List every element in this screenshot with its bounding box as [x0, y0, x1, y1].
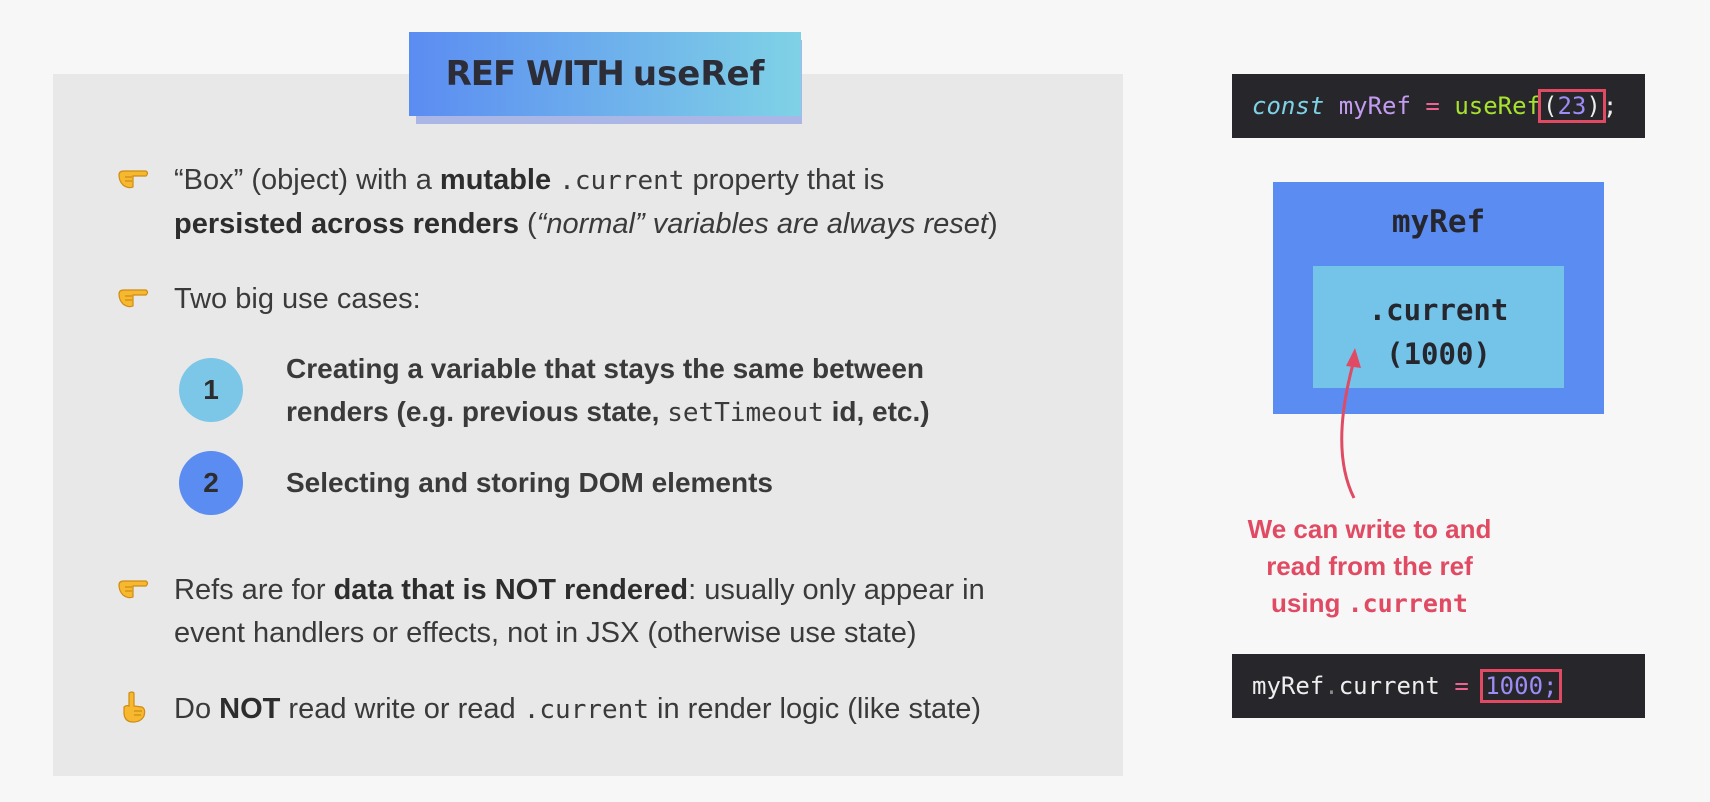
index-up-hand-icon — [123, 691, 146, 723]
slide-title: REF WITH useRef — [409, 32, 802, 124]
use-case-line: renders (e.g. previous state, setTimeout… — [286, 390, 1066, 435]
bold-run: persisted across renders — [174, 208, 519, 240]
code-dot: . — [1324, 672, 1339, 700]
bullet-text: Do NOT read write or read .current in re… — [174, 688, 1174, 732]
title-code: useRef — [632, 54, 765, 94]
code-paren: ( — [1543, 92, 1558, 120]
code-function: useRef — [1454, 92, 1542, 120]
title-text: REF WITH — [445, 54, 625, 94]
code-semicolon: ; — [1602, 92, 1618, 120]
use-case-1: Creating a variable that stays the same … — [286, 347, 1066, 435]
bullet-line-1: “Box” (object) with a mutable .current p… — [174, 159, 1174, 203]
text-run: property that is — [684, 164, 885, 196]
bullet-text: Two big use cases: — [174, 283, 421, 315]
code-keyword: const — [1252, 92, 1325, 120]
bold-run: mutable — [439, 164, 552, 196]
code-number: 23 — [1557, 92, 1587, 120]
text-run: Do — [174, 693, 220, 725]
code-run: setTimeout — [667, 398, 824, 428]
code-snippet-useref: const myRef = useRef(23); — [1232, 74, 1645, 138]
code-run: .current — [1347, 589, 1468, 618]
italic-run: “normal” variables are always reset — [536, 208, 988, 240]
code-run: .current — [523, 695, 649, 725]
use-case-number-1: 1 — [179, 358, 243, 422]
use-case-number-2: 2 — [179, 451, 243, 515]
text-run: “Box” (object) with a — [174, 164, 440, 196]
text-run: renders (e.g. previous state, — [286, 396, 668, 427]
note-line: read from the ref — [1266, 551, 1473, 581]
bullet-text: Refs are for data that is NOT rendered: … — [174, 569, 1174, 655]
bold-run: NOT — [219, 693, 281, 725]
arrow-icon — [1340, 348, 1361, 499]
code-variable: myRef — [1338, 92, 1411, 120]
use-case-2: Selecting and storing DOM elements — [286, 467, 773, 498]
ref-current-box: .current (1000) — [1313, 266, 1564, 388]
annotation-note: We can write to and read from the ref us… — [1222, 511, 1517, 622]
text-run: : usually only appear in — [688, 574, 985, 606]
pointing-hand-icon — [118, 289, 149, 308]
bullet-text: “Box” (object) with a mutable .current p… — [174, 159, 1174, 246]
code-semicolon: ; — [1543, 672, 1558, 700]
text-run: in render logic (like state) — [648, 693, 982, 725]
use-case-line: Creating a variable that stays the same … — [286, 353, 925, 384]
title-box: REF WITH useRef — [409, 32, 801, 116]
code-variable: myRef — [1252, 672, 1325, 700]
note-line: using .current — [1222, 585, 1517, 622]
pointing-hand-icon — [118, 170, 149, 189]
bullet-line-1: Refs are for data that is NOT rendered: … — [174, 569, 1174, 612]
code-property: current — [1338, 672, 1440, 700]
bold-run: data that is NOT rendered — [333, 574, 689, 606]
text-run: ) — [987, 208, 998, 240]
code-run: .current — [559, 166, 685, 196]
current-value: (1000) — [1386, 337, 1491, 371]
highlight-box: (23) — [1538, 89, 1606, 123]
content-panel — [53, 74, 1123, 776]
ref-current-text: .current (1000) — [1313, 288, 1564, 376]
code-operator: = — [1454, 672, 1469, 700]
text-run: read write or read — [280, 693, 524, 725]
highlight-box: 1000; — [1480, 669, 1563, 703]
note-line: We can write to and — [1247, 514, 1492, 544]
code-number: 1000 — [1485, 672, 1544, 700]
code-paren: ) — [1586, 92, 1601, 120]
text-run: using — [1271, 588, 1348, 618]
text-run: ( — [518, 208, 537, 240]
code-snippet-assign: myRef.current = 1000; — [1232, 654, 1645, 718]
code-operator: = — [1425, 92, 1440, 120]
text-run: Refs are for — [174, 574, 334, 606]
ref-box: myRef .current (1000) — [1273, 182, 1604, 414]
ref-box-label: myRef — [1391, 204, 1486, 240]
current-label: .current — [1368, 293, 1509, 327]
pointing-hand-icon — [118, 580, 149, 599]
text-run: id, etc.) — [823, 396, 930, 427]
bullet-line-2: persisted across renders (“normal” varia… — [174, 203, 1174, 246]
bullet-line-2: event handlers or effects, not in JSX (o… — [174, 617, 917, 649]
